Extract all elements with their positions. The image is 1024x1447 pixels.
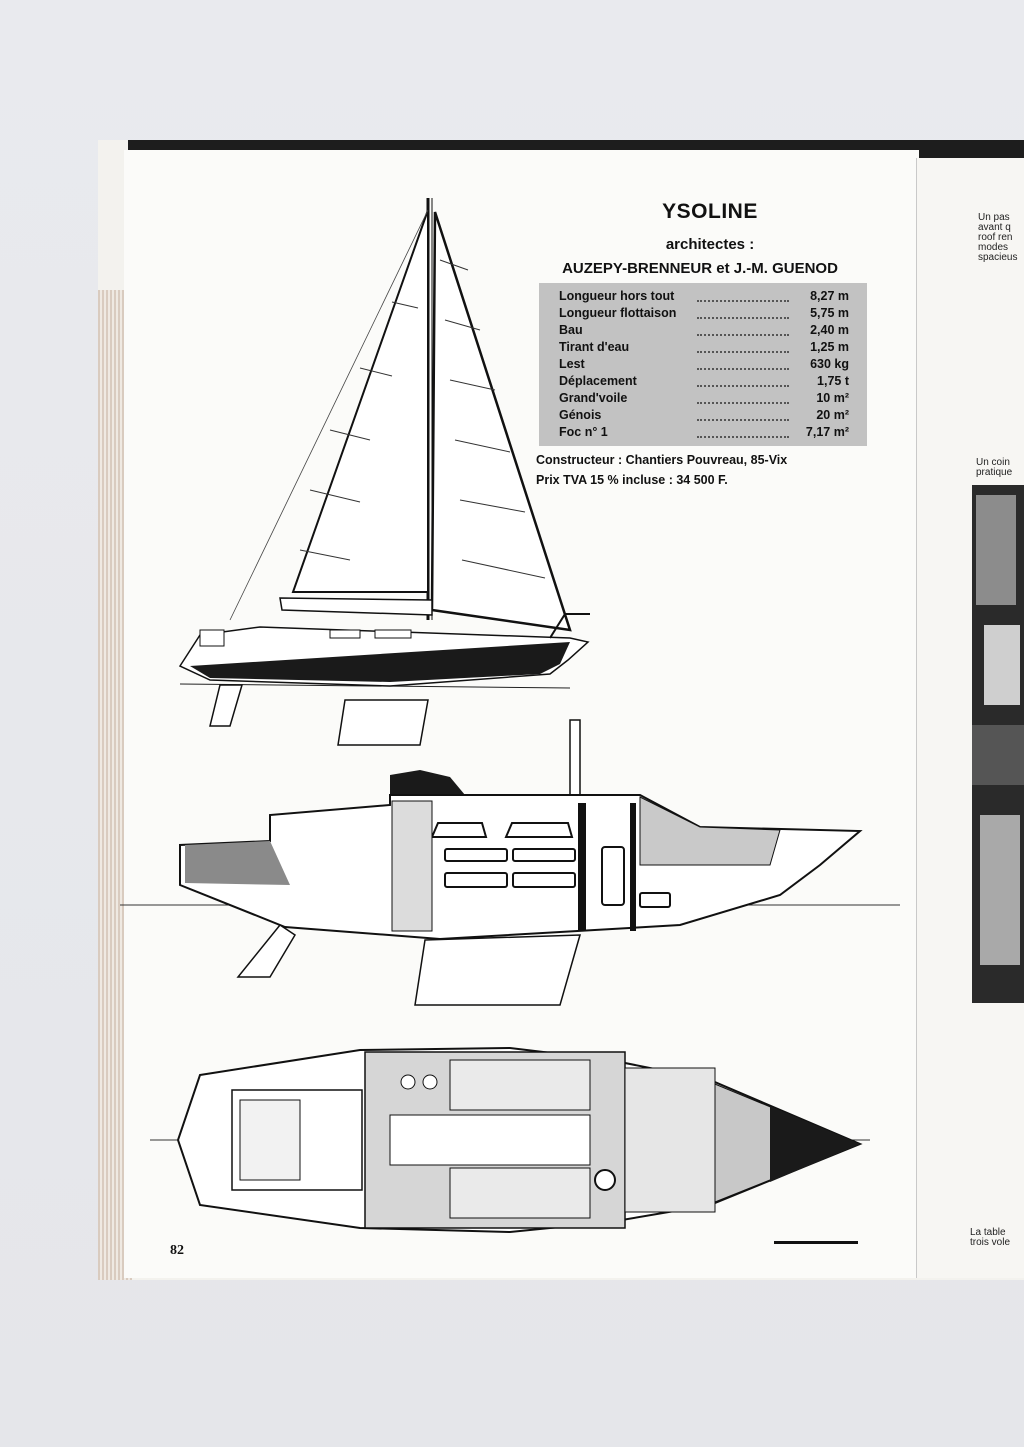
page-number: 82 bbox=[170, 1243, 184, 1258]
spec-row: Foc n° 1 7,17 m² bbox=[559, 425, 849, 442]
spec-row: Longueur flottaison 5,75 m bbox=[559, 306, 849, 323]
spec-value: 1,75 t bbox=[817, 374, 849, 388]
boat-title: YSOLINE bbox=[662, 200, 758, 223]
spec-value: 20 m² bbox=[816, 408, 849, 422]
leader-dots bbox=[697, 402, 789, 404]
interior-photo bbox=[972, 485, 1024, 1003]
deck-plan-drawing bbox=[150, 1046, 870, 1234]
spec-label: Longueur flottaison bbox=[559, 306, 677, 320]
spec-value: 2,40 m bbox=[810, 323, 849, 337]
spec-row: Génois 20 m² bbox=[559, 408, 849, 425]
sail-plan-drawing bbox=[178, 198, 590, 746]
spec-row: Bau 2,40 m bbox=[559, 323, 849, 340]
leader-dots bbox=[697, 385, 789, 387]
spec-label: Foc n° 1 bbox=[559, 425, 608, 439]
right-caption-middle: Un coin pratique bbox=[976, 457, 1013, 478]
right-caption-top: Un pas avant q roof ren modes spacieus bbox=[978, 212, 1018, 263]
architectes-label: architectes : bbox=[665, 236, 755, 253]
spec-row: Grand'voile 10 m² bbox=[559, 391, 849, 408]
spec-label: Tirant d'eau bbox=[559, 340, 630, 354]
right-caption-bottom: La table trois vole bbox=[970, 1227, 1011, 1248]
leader-dots bbox=[697, 334, 789, 336]
designers-names: AUZEPY-BRENNEUR et J.-M. GUENOD bbox=[562, 260, 838, 277]
spec-label: Bau bbox=[559, 323, 583, 337]
spec-row: Longueur hors tout 8,27 m bbox=[559, 289, 849, 306]
builder-line: Constructeur : Chantiers Pouvreau, 85-Vi… bbox=[536, 453, 788, 467]
spec-label: Lest bbox=[559, 357, 585, 371]
leader-dots bbox=[697, 317, 789, 319]
spec-label: Génois bbox=[559, 408, 602, 422]
spec-value: 5,75 m bbox=[810, 306, 849, 320]
spec-value: 1,25 m bbox=[810, 340, 849, 354]
leader-dots bbox=[697, 368, 789, 370]
spec-row: Lest 630 kg bbox=[559, 357, 849, 374]
price-line: Prix TVA 15 % incluse : 34 500 F. bbox=[536, 473, 728, 487]
specifications-table: Longueur hors tout 8,27 m Longueur flott… bbox=[539, 283, 867, 446]
spec-row: Déplacement 1,75 t bbox=[559, 374, 849, 391]
spec-value: 10 m² bbox=[816, 391, 849, 405]
spec-label: Grand'voile bbox=[559, 391, 628, 405]
spec-row: Tirant d'eau 1,25 m bbox=[559, 340, 849, 357]
footer-rule bbox=[774, 1241, 858, 1244]
leader-dots bbox=[697, 300, 789, 302]
spec-value: 7,17 m² bbox=[805, 425, 849, 439]
spec-value: 8,27 m bbox=[810, 289, 849, 303]
leader-dots bbox=[697, 419, 789, 421]
leader-dots bbox=[697, 351, 789, 353]
spec-label: Déplacement bbox=[559, 374, 637, 388]
leader-dots bbox=[697, 436, 789, 438]
spec-value: 630 kg bbox=[810, 357, 849, 371]
profile-section-drawing bbox=[120, 719, 900, 1006]
spec-label: Longueur hors tout bbox=[559, 289, 675, 303]
